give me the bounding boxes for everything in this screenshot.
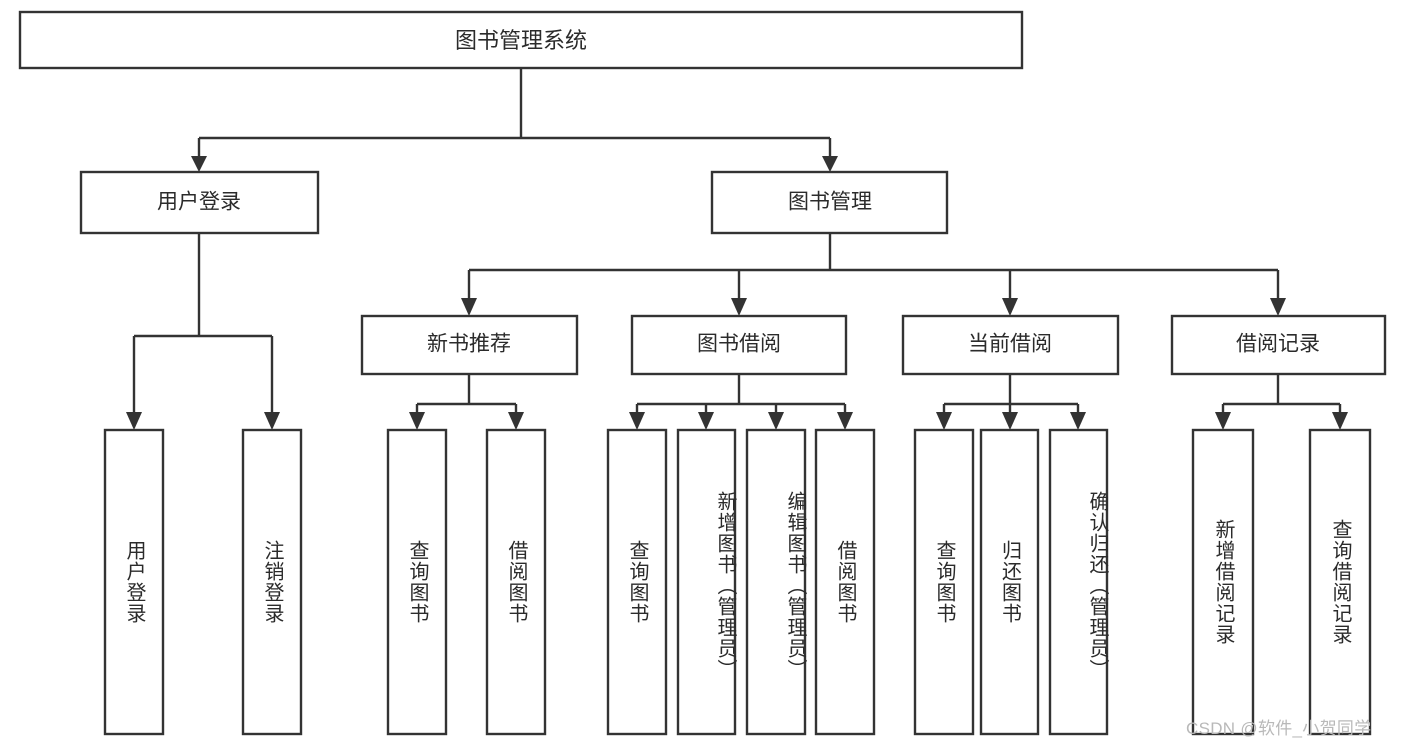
leaf-box-layer (103, 428, 1372, 736)
node-borrow-record-label: 借阅记录 (1236, 333, 1320, 356)
node-user-login-label: 用户登录 (157, 191, 241, 214)
node-book-management-label: 图书管理 (788, 191, 872, 214)
node-root-label: 图书管理系统 (455, 28, 587, 53)
node-root-box[interactable] (18, 10, 1024, 70)
arrowhead-borrow-record (1270, 298, 1286, 316)
arrowhead-cb-leaf-1 (936, 412, 952, 430)
node-book-management-box[interactable] (710, 170, 949, 235)
arrowhead-current-borrow (1002, 298, 1018, 316)
watermark-text: CSDN @软件_小贺同学 (1186, 719, 1372, 738)
node-user-login-box[interactable] (79, 170, 320, 235)
arrowhead-user-login (191, 156, 207, 172)
leaf-box-cb-return-book[interactable] (979, 428, 1040, 736)
node-new-book-recommend-box[interactable] (360, 314, 579, 376)
leaf-box-bb-query-book[interactable] (606, 428, 668, 736)
arrowhead-nb-leaf-2 (508, 412, 524, 430)
leaf-box-bb-edit-book[interactable] (745, 428, 807, 736)
node-root[interactable]: 图书管理系统 (18, 10, 1024, 70)
leaf-box-user-login[interactable] (103, 428, 165, 736)
node-current-borrow-box[interactable] (901, 314, 1120, 376)
leaf-box-nb-query-book[interactable] (386, 428, 448, 736)
leaf-box-br-add-record[interactable] (1191, 428, 1255, 736)
connector-layer (126, 68, 1348, 430)
arrowhead-br-leaf-2 (1332, 412, 1348, 430)
node-book-borrow-box[interactable] (630, 314, 848, 376)
leaf-box-bb-add-book[interactable] (676, 428, 737, 736)
node-current-borrow-label: 当前借阅 (968, 333, 1052, 356)
arrowhead-bb-leaf-3 (768, 412, 784, 430)
node-borrow-record-box[interactable] (1170, 314, 1387, 376)
arrowhead-bb-leaf-4 (837, 412, 853, 430)
node-current-borrow[interactable]: 当前借阅 (901, 314, 1120, 376)
node-new-book-recommend-label: 新书推荐 (427, 333, 511, 356)
leaf-box-nb-borrow-book[interactable] (485, 428, 547, 736)
arrowhead-leaf-logout (264, 412, 280, 430)
arrowhead-cb-leaf-3 (1070, 412, 1086, 430)
node-new-book-recommend[interactable]: 新书推荐 (360, 314, 579, 376)
leaf-box-cb-query-book[interactable] (913, 428, 975, 736)
node-borrow-record[interactable]: 借阅记录 (1170, 314, 1387, 376)
leaf-box-bb-borrow-book[interactable] (814, 428, 876, 736)
node-book-management[interactable]: 图书管理 (710, 170, 949, 235)
node-user-login[interactable]: 用户登录 (79, 170, 320, 235)
arrowhead-bb-leaf-2 (698, 412, 714, 430)
node-book-borrow[interactable]: 图书借阅 (630, 314, 848, 376)
arrowhead-nb-leaf-1 (409, 412, 425, 430)
node-book-borrow-label: 图书借阅 (697, 333, 781, 356)
arrowhead-bb-leaf-1 (629, 412, 645, 430)
leaf-box-cb-confirm-return[interactable] (1048, 428, 1109, 736)
arrowhead-leaf-user-login (126, 412, 142, 430)
arrowhead-cb-leaf-2 (1002, 412, 1018, 430)
leaf-box-logout[interactable] (241, 428, 303, 736)
arrowhead-book-borrow (731, 298, 747, 316)
arrowhead-book-mgmt (822, 156, 838, 172)
arrowhead-new-book (461, 298, 477, 316)
leaf-box-br-query-record[interactable] (1308, 428, 1372, 736)
arrowhead-br-leaf-1 (1215, 412, 1231, 430)
